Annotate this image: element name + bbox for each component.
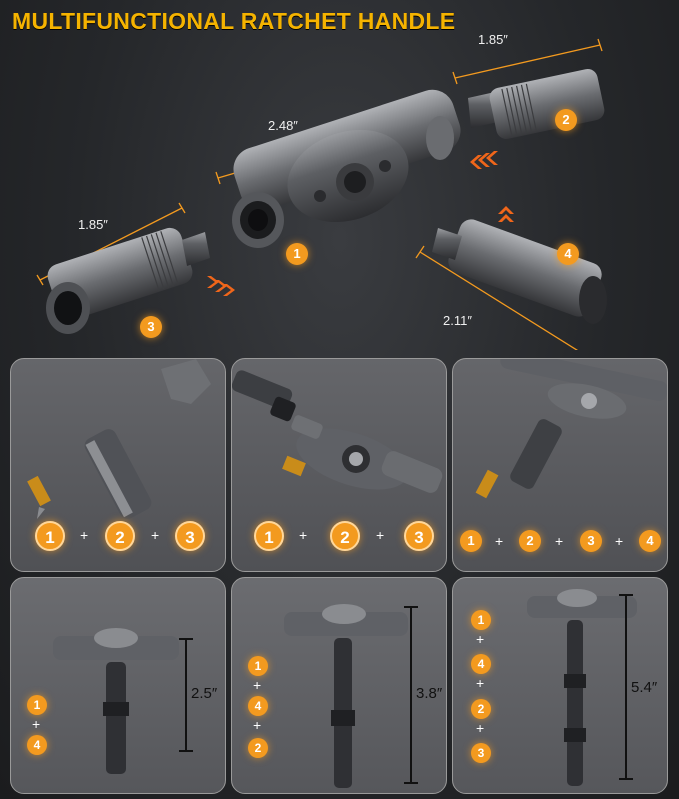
t-handle-panel-large: 1 + 4 + 2 + 3 5.4″ [452, 577, 668, 794]
badge-4: 4 [639, 530, 661, 552]
badge-1: 1 [460, 530, 482, 552]
part-2-badge: 2 [555, 109, 577, 131]
badge-3: 3 [471, 743, 491, 763]
plus-sign: + [476, 675, 485, 691]
page-title: MULTIFUNCTIONAL RATCHET HANDLE [12, 8, 456, 34]
badge-2: 2 [248, 738, 268, 758]
badge-3: 3 [404, 521, 434, 551]
part-2-length: 1.85″ [478, 32, 508, 47]
badge-4: 4 [471, 654, 491, 674]
plus-sign: + [495, 533, 504, 549]
combo-panel-c: 1 + 2 + 3 + 4 [452, 358, 668, 572]
part-3-illustration [46, 227, 210, 334]
combo-panel-a: 1 + 2 + 3 [10, 358, 226, 572]
badge-3: 3 [580, 530, 602, 552]
part-3-length: 1.85″ [78, 217, 108, 232]
arrow-icons [207, 151, 514, 296]
exploded-view-illustration [36, 38, 607, 350]
height-dimension-line [410, 606, 412, 782]
badge-1: 1 [254, 521, 284, 551]
plus-sign: + [476, 720, 485, 736]
badge-4: 4 [248, 696, 268, 716]
plus-sign: + [80, 527, 89, 543]
t-handle-panel-small: 1 + 4 2.5″ [10, 577, 226, 794]
height-label: 3.8″ [416, 685, 443, 702]
height-dimension-line [185, 638, 187, 750]
handle-length: 2.48″ [268, 118, 298, 133]
plus-sign: + [555, 533, 564, 549]
plus-sign: + [376, 527, 385, 543]
plus-sign: + [32, 716, 41, 732]
plus-sign: + [476, 631, 485, 647]
part-1-handle-illustration [232, 89, 461, 248]
height-dimension-line [625, 594, 627, 778]
part-3-badge: 3 [140, 316, 162, 338]
badge-1: 1 [27, 695, 47, 715]
height-label: 5.4″ [631, 679, 658, 696]
badge-3: 3 [175, 521, 205, 551]
part-4-length: 2.11″ [443, 313, 472, 328]
badge-2: 2 [330, 521, 360, 551]
height-label: 2.5″ [191, 685, 218, 702]
badge-2: 2 [519, 530, 541, 552]
combo-panel-b: 1 + 2 + 3 [231, 358, 447, 572]
t-handle-panel-medium: 1 + 4 + 2 3.8″ [231, 577, 447, 794]
part-1-badge: 1 [286, 243, 308, 265]
badge-1: 1 [471, 610, 491, 630]
badge-1: 1 [248, 656, 268, 676]
badge-1: 1 [35, 521, 65, 551]
plus-sign: + [151, 527, 160, 543]
badge-2: 2 [105, 521, 135, 551]
part-2-illustration [468, 68, 605, 140]
part-4-illustration [432, 219, 607, 324]
badge-2: 2 [471, 699, 491, 719]
plus-sign: + [253, 717, 262, 733]
badge-4: 4 [27, 735, 47, 755]
part-4-badge: 4 [557, 243, 579, 265]
plus-sign: + [615, 533, 624, 549]
plus-sign: + [299, 527, 308, 543]
plus-sign: + [253, 677, 262, 693]
